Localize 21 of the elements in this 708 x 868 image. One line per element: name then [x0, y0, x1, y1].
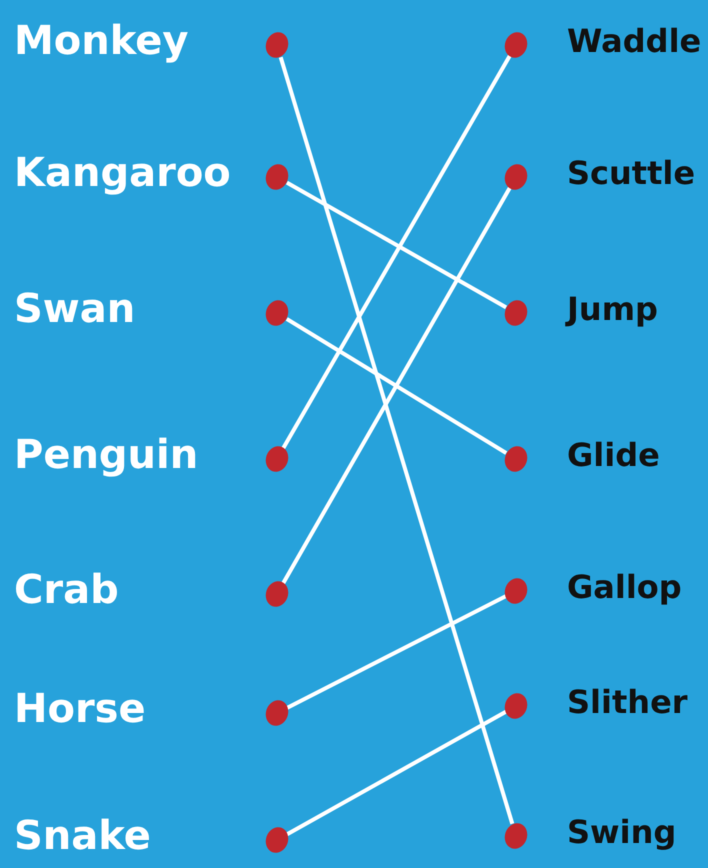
animal-label: Horse: [14, 689, 146, 729]
connecting-line: [286, 180, 508, 310]
connecting-line: [286, 710, 508, 836]
movement-label: Scuttle: [567, 157, 696, 189]
animal-label: Crab: [14, 570, 119, 610]
movement-label: Gallop: [567, 571, 682, 603]
connecting-line: [286, 594, 507, 710]
movement-label: Jump: [567, 293, 658, 325]
animal-label: Kangaroo: [14, 153, 231, 193]
movement-label: Swing: [567, 816, 676, 848]
animal-label: Monkey: [14, 21, 188, 61]
movement-label: Slither: [567, 686, 688, 718]
connecting-line: [281, 186, 512, 584]
animal-label: Snake: [14, 816, 151, 856]
movement-label: Glide: [567, 439, 660, 471]
connecting-line: [278, 56, 514, 824]
animal-label: Penguin: [14, 435, 198, 475]
animal-label: Swan: [14, 289, 136, 329]
movement-label: Waddle: [567, 25, 702, 57]
connecting-line: [281, 54, 512, 450]
connecting-line: [286, 317, 508, 455]
